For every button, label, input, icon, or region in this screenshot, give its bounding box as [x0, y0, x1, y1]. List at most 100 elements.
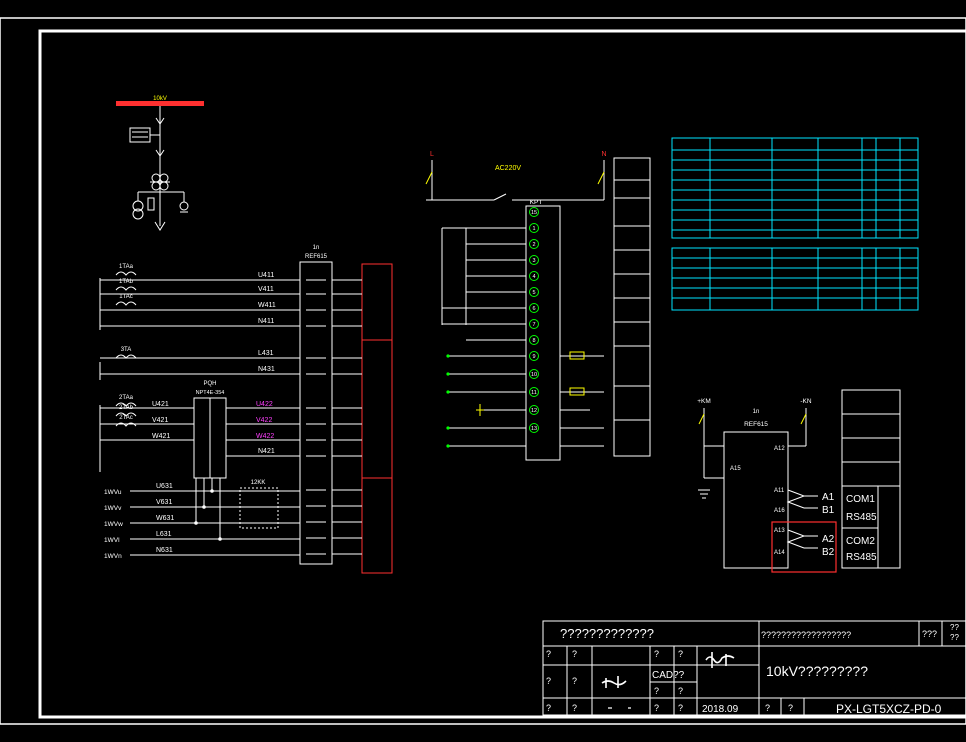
ct-label: 1TAb	[119, 279, 134, 285]
wire-label: U421	[152, 401, 169, 408]
title-q-mark: ?	[678, 686, 683, 696]
vt-left-label: 1WVv	[104, 505, 122, 512]
project-name: ??????????????????	[761, 630, 851, 640]
kpt-terminal-number: 3	[532, 258, 535, 264]
resistor-icon	[569, 387, 585, 396]
ct-pt-wiring-section: 1n REF615 1TAa 1TAb 1TAc 3TA 2TAa 2TAb 2…	[99, 245, 393, 574]
highlight-box	[771, 521, 837, 573]
comm-relay-box	[723, 431, 789, 569]
km-switch-icon	[698, 413, 705, 425]
drawing-number: PX-LGT5XCZ-PD-0	[836, 702, 942, 716]
kpt-terminal-number: 1	[532, 226, 535, 232]
minus-km-label: -KN	[800, 398, 812, 405]
kpt-relay-box	[525, 205, 561, 461]
rs485-1-label: RS485	[846, 512, 877, 523]
title-q-three: ???	[922, 629, 937, 639]
control-label-strip	[613, 157, 651, 457]
ct-relay-model: REF615	[305, 254, 328, 260]
wire-label: N421	[258, 448, 275, 455]
sheet-inner-frame	[38, 29, 966, 719]
voltage-label: AC220V	[495, 165, 521, 172]
vt-wire-label: N631	[156, 547, 173, 554]
wire-label: N411	[258, 318, 274, 325]
kpt-terminal-number: 6	[532, 306, 535, 312]
com2-label: COM2	[846, 536, 875, 547]
title-block	[542, 620, 966, 716]
kpt-terminal-number: 8	[532, 338, 535, 344]
kpt-terminal-number: 5	[532, 290, 535, 296]
wire-label-magenta: V422	[256, 417, 272, 424]
single-line-diagram: 10kV	[116, 96, 204, 231]
ct-relay-title: 1n	[313, 245, 320, 251]
comm-relay-title: 1n	[753, 409, 760, 415]
sheet-outer-frame	[0, 17, 966, 725]
wire-label: W421	[152, 433, 170, 440]
title-q-mark: ?	[546, 649, 551, 659]
title-q-mark: ?	[546, 676, 551, 686]
title-q-mark: ?	[678, 703, 683, 713]
ct-relay-label-strip	[361, 263, 393, 574]
kpt-terminal-number: 10	[531, 372, 537, 378]
signature-stamp	[601, 652, 735, 709]
company-name: ?????????????	[560, 626, 654, 641]
a2-label: A2	[822, 534, 835, 545]
control-label-rows	[614, 179, 650, 421]
kpt-terminal	[529, 223, 539, 233]
kpt-terminal	[529, 351, 539, 361]
comm-port-label: A11	[774, 488, 785, 494]
ct-label: 2TAc	[119, 415, 133, 421]
kpt-terminal-number: 15	[531, 210, 537, 216]
kpt-terminal-number: 13	[531, 426, 537, 432]
drawing-title: 10kV?????????	[766, 663, 868, 679]
b1-label: B1	[822, 505, 835, 516]
title-q-mark: ?	[546, 703, 551, 713]
kpt-terminal-number: 9	[532, 354, 535, 360]
title-q-mark: ?	[572, 676, 577, 686]
pt-transformer-icon	[132, 191, 160, 220]
ct-label: 1TAc	[119, 294, 133, 300]
rs485-2-label: RS485	[846, 552, 877, 563]
wire-label: W411	[258, 302, 276, 309]
comm-relay-model: REF615	[744, 421, 768, 428]
title-q-mark: ?	[788, 703, 793, 713]
wire-label: U411	[258, 272, 274, 279]
title-q-cell: ??	[950, 633, 959, 642]
fuse-box	[129, 127, 151, 143]
plus-km-label: +KM	[697, 398, 711, 405]
meter-title: PQH	[203, 381, 216, 387]
ct-label: 1TAa	[119, 264, 134, 270]
kpt-terminal	[529, 255, 539, 265]
kpt-terminal	[529, 239, 539, 249]
wire-label: V411	[258, 286, 274, 293]
relay-kpt-label: KPT	[530, 199, 543, 206]
arrester-icon	[147, 197, 155, 211]
comm-port-label: A15	[730, 466, 741, 472]
a1-label: A1	[822, 492, 835, 503]
vt-wire-label: W631	[156, 515, 174, 522]
title-q-mark: ?	[765, 703, 770, 713]
neutral-switch-icon	[597, 171, 605, 185]
kpt-terminal	[529, 271, 539, 281]
kpt-terminal	[529, 319, 539, 329]
kpt-terminal	[529, 423, 539, 433]
cad-label: CAD??	[652, 670, 685, 681]
earth-icon	[476, 404, 484, 416]
kpt-terminal-number: 2	[532, 242, 535, 248]
kpt-terminal	[529, 303, 539, 313]
vt-left-label: 1WVl	[104, 537, 120, 544]
equipment-table-lower	[671, 247, 919, 311]
wire-label-magenta: W422	[256, 433, 274, 440]
earth-switch-icon	[160, 191, 189, 213]
switch-box	[239, 487, 279, 529]
kpt-terminal	[529, 335, 539, 345]
title-q-mark: ?	[678, 649, 683, 659]
comm-port-label: A16	[774, 508, 785, 514]
vt-left-label: 1WVw	[104, 521, 123, 528]
comm-label-box	[841, 389, 901, 569]
kpt-terminal	[529, 387, 539, 397]
title-q-mark: ?	[572, 649, 577, 659]
wire-label-magenta: U422	[256, 401, 273, 408]
busbar	[116, 101, 204, 106]
